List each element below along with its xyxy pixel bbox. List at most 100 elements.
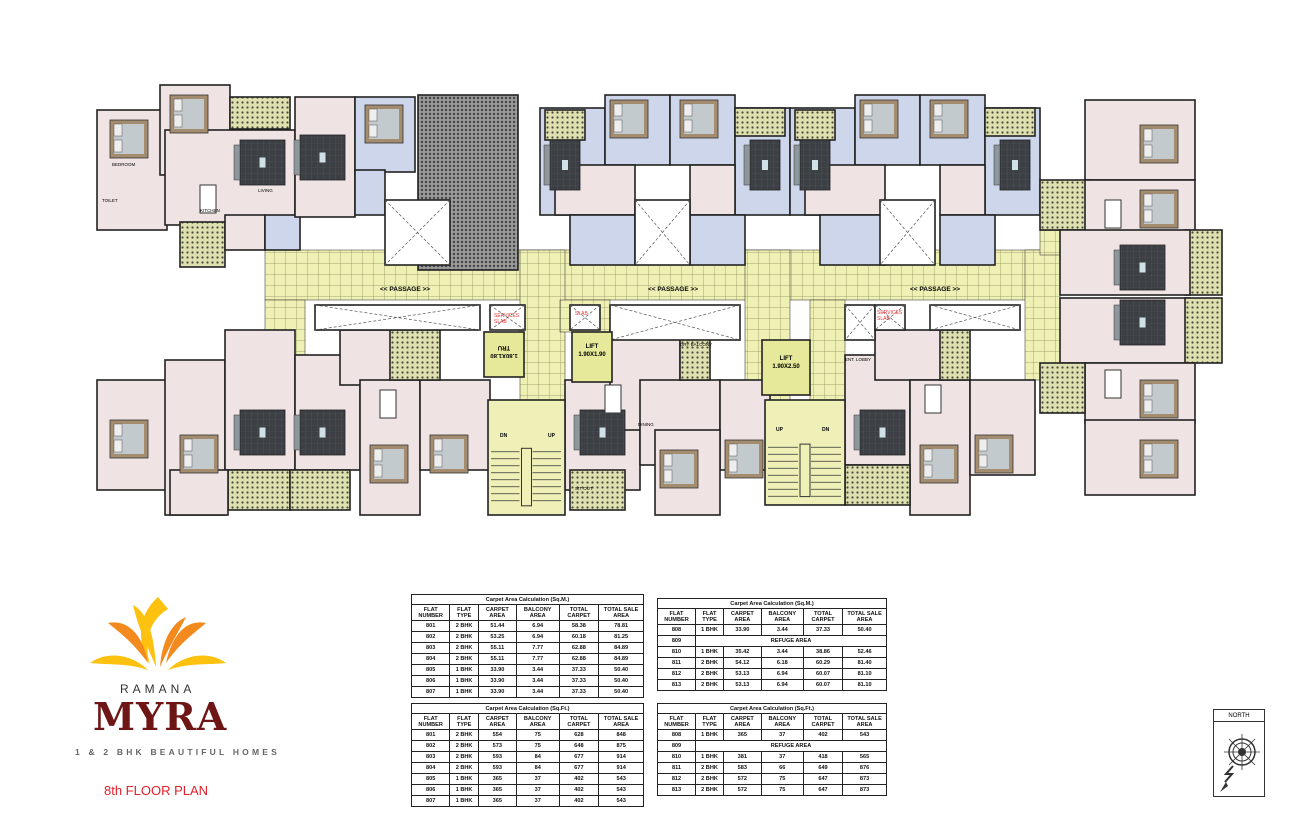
table-title: Carpet Area Calculation (Sq.M.) bbox=[657, 598, 887, 609]
shaft-cross bbox=[569, 304, 601, 331]
sofa-set-icon bbox=[993, 139, 1031, 191]
table-cell: 50.40 bbox=[598, 675, 644, 687]
stair-well bbox=[799, 443, 811, 498]
stair-dn-1: DN bbox=[500, 433, 508, 439]
room bbox=[689, 164, 736, 216]
balcony bbox=[1039, 179, 1091, 231]
table-cell: 51.44 bbox=[477, 620, 517, 632]
table-cell: 84 bbox=[515, 762, 560, 774]
table-cell: 593 bbox=[477, 751, 517, 763]
table-cell: 60.18 bbox=[558, 631, 600, 643]
table-cell: 543 bbox=[598, 784, 644, 796]
table-cell: 807 bbox=[410, 686, 451, 698]
carpet-area-sqft-table-right: Carpet Area Calculation (Sq.Ft.) FLAT NU… bbox=[657, 703, 888, 796]
table-cell: 648 bbox=[558, 740, 600, 752]
bed-icon bbox=[369, 444, 409, 484]
balcony bbox=[389, 329, 441, 381]
table-cell: 33.90 bbox=[477, 686, 517, 698]
table-cell: 1 BHK bbox=[449, 664, 479, 676]
table-cell: 813 bbox=[657, 784, 696, 796]
sofa-set-icon bbox=[233, 409, 286, 456]
shaft-cross bbox=[874, 304, 906, 331]
table-cell: 543 bbox=[598, 773, 644, 785]
table-cell: 53.13 bbox=[723, 668, 762, 680]
table-cell: 649 bbox=[802, 762, 844, 774]
carpet-area-sqm-table-left: Carpet Area Calculation (Sq.M.) FLAT NUM… bbox=[410, 594, 644, 698]
table-cell: 6.18 bbox=[760, 657, 804, 669]
table-cell: 54.12 bbox=[723, 657, 762, 669]
bed-icon bbox=[974, 434, 1014, 474]
room bbox=[354, 169, 386, 216]
dining-table-icon bbox=[604, 384, 622, 414]
lift-2: LIFT 1.90X2.50 bbox=[762, 355, 810, 371]
balcony bbox=[939, 329, 971, 381]
sofa-set-icon bbox=[543, 139, 581, 191]
table-cell: 66 bbox=[760, 762, 804, 774]
table-cell: 418 bbox=[802, 751, 844, 763]
table-cell: 58.38 bbox=[558, 620, 600, 632]
table-cell: 38.86 bbox=[802, 646, 844, 658]
sofa-set-icon bbox=[743, 139, 781, 191]
room bbox=[224, 214, 266, 251]
column-header: CARPET AREA bbox=[477, 604, 517, 621]
room-label-toilet: TOILET bbox=[102, 198, 118, 203]
shaft-cross bbox=[489, 304, 526, 331]
table-cell: 572 bbox=[723, 773, 762, 785]
table-cell: 2 BHK bbox=[449, 653, 479, 665]
table-cell: 2 BHK bbox=[694, 657, 725, 669]
table-cell: 804 bbox=[410, 653, 451, 665]
table-cell: 2 BHK bbox=[694, 773, 725, 785]
table-cell: 33.90 bbox=[723, 624, 762, 636]
table-cell: 402 bbox=[558, 773, 600, 785]
dining-table-icon bbox=[379, 389, 397, 419]
bed-icon bbox=[919, 444, 959, 484]
table-cell: 2 BHK bbox=[449, 751, 479, 763]
table-cell: 1 BHK bbox=[694, 624, 725, 636]
bed-icon bbox=[169, 94, 209, 134]
table-title: Carpet Area Calculation (Sq.Ft.) bbox=[657, 703, 887, 714]
compass-icon bbox=[1220, 734, 1260, 792]
table-cell: 1 BHK bbox=[449, 675, 479, 687]
stair-up-1: UP bbox=[548, 433, 555, 439]
shaft-cross bbox=[609, 304, 741, 341]
bed-icon bbox=[364, 104, 404, 144]
bed-icon bbox=[1139, 189, 1179, 229]
table-cell: 808 bbox=[657, 624, 696, 636]
table-cell: 37 bbox=[515, 795, 560, 807]
tru-size: 1.80X1.80 bbox=[490, 352, 518, 358]
north-indicator: NORTH bbox=[1213, 709, 1265, 797]
room bbox=[819, 214, 886, 266]
table-cell: 2 BHK bbox=[449, 740, 479, 752]
table-cell: 2 BHK bbox=[449, 729, 479, 741]
lift-1-size: 1.90X1.90 bbox=[578, 352, 606, 358]
brand-myra: MYRA bbox=[93, 694, 228, 739]
table-cell: 75 bbox=[760, 773, 804, 785]
column-header: TOTAL SALE AREA bbox=[842, 713, 887, 730]
column-header: TOTAL SALE AREA bbox=[598, 604, 644, 621]
room-label-ent-lobby: ENT. LOBBY bbox=[845, 357, 872, 362]
table-cell: 811 bbox=[657, 657, 696, 669]
balcony bbox=[229, 96, 291, 130]
table-cell: 804 bbox=[410, 762, 451, 774]
table-cell: 55.11 bbox=[477, 653, 517, 665]
column-header: FLAT NUMBER bbox=[410, 713, 451, 730]
table-cell: 75 bbox=[515, 729, 560, 741]
table-cell: 583 bbox=[723, 762, 762, 774]
column-header: FLAT NUMBER bbox=[410, 604, 451, 621]
table-cell: 677 bbox=[558, 751, 600, 763]
tru-title: TRU bbox=[497, 344, 511, 350]
bed-icon bbox=[929, 99, 969, 139]
table-cell: 81.10 bbox=[842, 679, 887, 691]
table-cell: 7.77 bbox=[515, 653, 560, 665]
table-cell: 2 BHK bbox=[449, 620, 479, 632]
brand-tagline: 1 & 2 BHK BEAUTIFUL HOMES bbox=[75, 747, 280, 757]
